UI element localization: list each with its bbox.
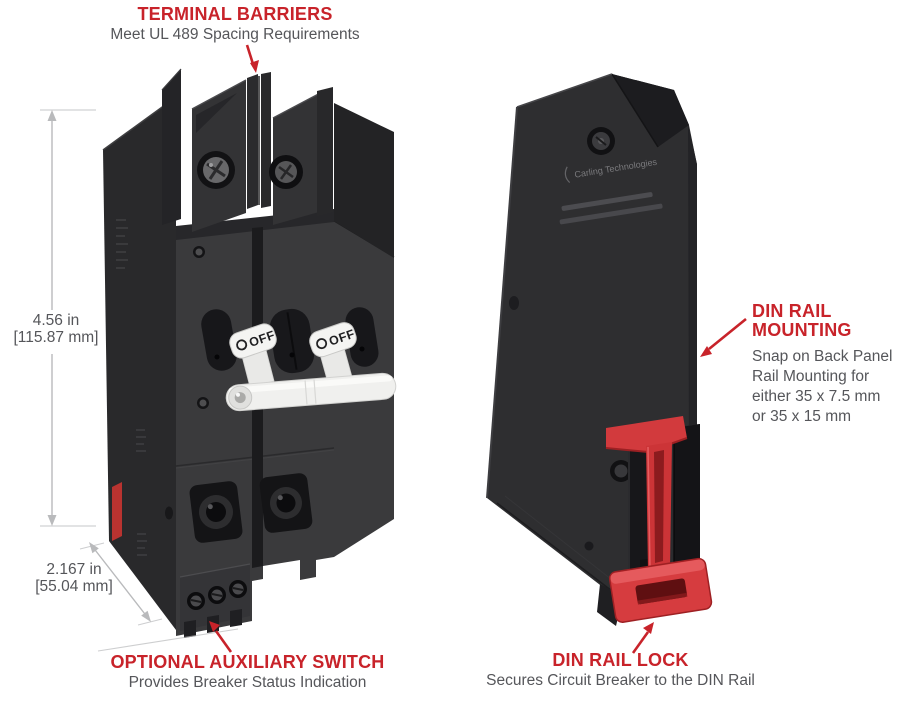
depth-dimension-label: 2.167 in [55.04 mm] — [22, 561, 126, 595]
din-rail-lock-arrow — [631, 622, 654, 654]
case-screw-upper — [193, 246, 205, 258]
toggle-bezel-middle — [269, 308, 315, 374]
terminal-barriers-subtitle: Meet UL 489 Spacing Requirements — [110, 26, 360, 43]
din-rail-lock-title: DIN RAIL LOCK — [552, 650, 689, 670]
terminal-barriers-annotation: TERMINAL BARRIERS Meet UL 489 Spacing Re… — [85, 5, 385, 44]
din-clip-right — [674, 424, 700, 569]
pole2-terminal-block — [273, 90, 326, 225]
terminal-screw-pole2 — [269, 155, 303, 189]
toggle-bezel-right — [345, 307, 379, 367]
din-rail-mounting-body: Snap on Back Panel Rail Mounting for eit… — [752, 348, 893, 425]
side-case-screw-top — [587, 127, 615, 155]
height-dimension-line — [40, 109, 96, 527]
auxiliary-switch-block — [179, 563, 251, 638]
aux-terminal-screw-1 — [187, 592, 205, 610]
front-din-lock-edge — [112, 482, 122, 541]
side-pivot-hole — [509, 296, 519, 310]
height-dimension-label: 4.56 in [115.87 mm] — [4, 312, 108, 346]
lower-terminal-pole2 — [259, 473, 313, 533]
center-barrier-fin — [247, 74, 258, 209]
toggle-tie-bar — [225, 372, 397, 412]
case-screw-lower — [197, 397, 209, 409]
aux-switch-title: OPTIONAL AUXILIARY SWITCH — [110, 652, 385, 672]
pole2-off-indicator-icon — [316, 338, 328, 350]
left-barrier-wall — [162, 69, 181, 225]
height-dimension-inches: 4.56 in — [32, 312, 80, 329]
pole2-toggle-lever: OFF — [309, 322, 357, 358]
pole1-toggle-lever: OFF — [229, 323, 277, 359]
lower-terminal-pole1 — [189, 481, 243, 543]
din-rail-mounting-annotation: DIN RAIL MOUNTING Snap on Back Panel Rai… — [752, 302, 897, 427]
din-rail-lock-annotation: DIN RAIL LOCK Secures Circuit Breaker to… — [468, 651, 773, 690]
center-barrier-fin2 — [261, 72, 271, 208]
aux-switch-annotation: OPTIONAL AUXILIARY SWITCH Provides Break… — [95, 653, 400, 692]
din-rail-lock-slider — [605, 416, 713, 623]
right-barrier-wall — [317, 87, 333, 216]
pole1-off-indicator-icon — [236, 339, 248, 351]
toggle-bezel-left — [201, 309, 237, 371]
aux-terminal-screw-2 — [208, 586, 226, 604]
front-view-breaker: OFF OFF — [102, 68, 397, 638]
din-rail-lock-subtitle: Secures Circuit Breaker to the DIN Rail — [486, 672, 755, 689]
terminal-screw-pole1 — [197, 151, 235, 189]
aux-terminal-screw-3 — [229, 580, 247, 598]
depth-dimension-mm: [55.04 mm] — [35, 578, 113, 595]
aux-switch-arrow — [209, 621, 233, 653]
lock-pull-tab — [608, 557, 713, 623]
height-dimension-mm: [115.87 mm] — [13, 329, 99, 346]
side-view-breaker: Carling Technologies — [486, 73, 713, 626]
depth-dimension-inches: 2.167 in — [46, 561, 102, 578]
din-rail-mounting-title-line1: DIN RAIL — [752, 301, 832, 321]
terminal-barriers-title: TERMINAL BARRIERS — [137, 4, 333, 24]
side-case-screw-lower — [610, 460, 632, 482]
right-side-face-top — [334, 103, 394, 258]
din-rail-mounting-arrow — [700, 317, 747, 357]
side-panel-markings — [116, 219, 128, 269]
din-rail-mounting-title-line2: MOUNTING — [752, 320, 852, 340]
terminal-barriers-arrow — [245, 44, 259, 73]
aux-switch-subtitle: Provides Breaker Status Indication — [128, 674, 367, 691]
top-corner-wedge — [612, 74, 689, 147]
depth-dimension-line — [79, 542, 239, 652]
